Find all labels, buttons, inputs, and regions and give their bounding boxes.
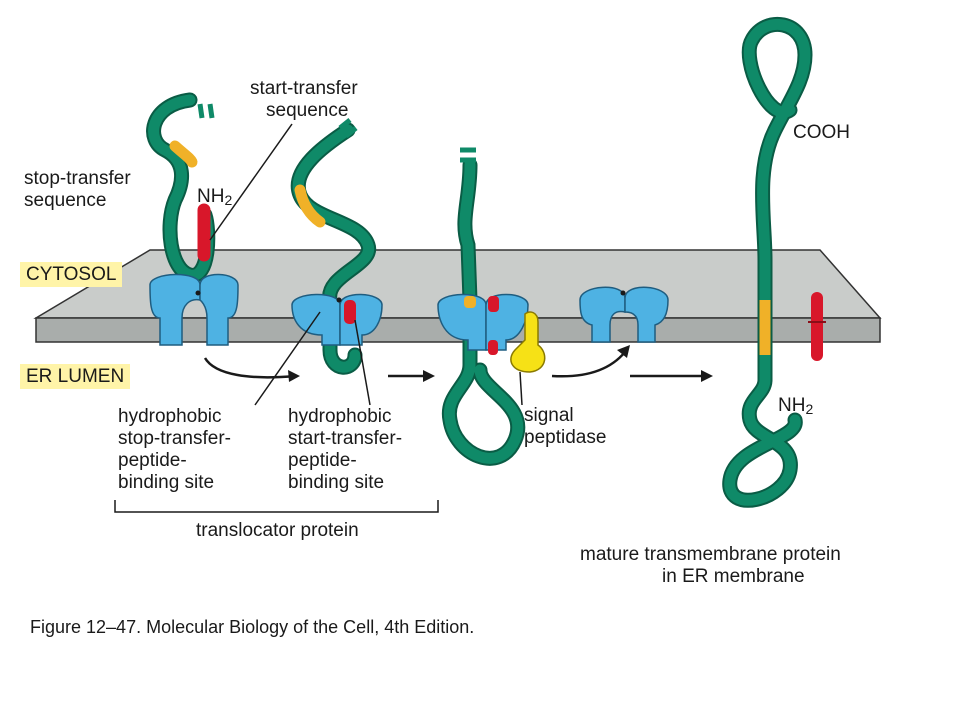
chain-dash	[338, 118, 352, 130]
translocator-left-half	[149, 273, 201, 346]
stage-5	[722, 17, 826, 508]
nh2-subscript: 2	[224, 192, 233, 208]
leader-hydro-stop	[254, 311, 321, 406]
label-hydro-start-3: peptide-	[288, 450, 357, 471]
label-cytosol: CYTOSOL	[20, 262, 123, 287]
label-stop-transfer-line1: stop-transfer	[24, 168, 131, 189]
label-stop-transfer-line2: sequence	[24, 190, 107, 211]
translocator-pore-dot	[336, 297, 342, 303]
chain-stage3-fill	[443, 159, 524, 464]
translocator-bracket	[114, 500, 439, 513]
figure-caption: Figure 12–47. Molecular Biology of the C…	[30, 617, 475, 637]
translocator-right-half	[199, 273, 239, 346]
label-signal: signal	[524, 405, 574, 426]
label-hydro-start-1: hydrophobic	[288, 406, 392, 427]
label-hydro-stop-2: stop-transfer-	[118, 428, 231, 449]
label-cooh: COOH	[793, 122, 850, 143]
translocator-3	[437, 293, 529, 355]
leader-hydro-start	[354, 319, 371, 406]
flow-arrowhead-3	[617, 345, 630, 358]
chain-dash	[344, 126, 358, 138]
flow-arrowhead-2	[423, 370, 435, 382]
stop-transfer-segment-2	[294, 184, 326, 228]
stage-4-translocator	[579, 286, 669, 343]
flow-arrowhead-4	[701, 370, 713, 382]
label-start-transfer-line1: start-transfer	[250, 78, 358, 99]
translocator-right-half	[624, 286, 669, 343]
label-er-lumen: ER LUMEN	[20, 364, 131, 389]
label-hydro-start-4: binding site	[288, 472, 385, 493]
stage-1	[146, 92, 300, 382]
translocator-pore-dot	[195, 290, 201, 296]
chain-dash	[207, 103, 215, 119]
translocator-1	[149, 273, 239, 346]
label-hydro-start-2: start-transfer-	[288, 428, 403, 449]
er-membrane	[33, 249, 882, 343]
label-nh2-left: NH2	[197, 186, 232, 211]
label-hydro-stop-3: peptide-	[118, 450, 187, 471]
label-start-transfer-line2: sequence	[266, 100, 349, 121]
stage-3	[437, 147, 713, 466]
translocator-2	[291, 293, 383, 346]
chain-dash	[197, 103, 205, 119]
label-hydro-stop-4: binding site	[118, 472, 215, 493]
chain-stage1-fill	[148, 94, 214, 281]
stage-2	[290, 118, 435, 382]
nh2-subscript: 2	[805, 401, 814, 417]
label-nh2-right: NH2	[778, 395, 813, 420]
flow-arrowhead-1	[288, 370, 300, 382]
label-mature-line1: mature transmembrane protein	[580, 544, 841, 565]
label-peptidase: peptidase	[524, 427, 607, 448]
translocator-pore-dot	[620, 290, 626, 296]
nh2-text: NH	[197, 186, 225, 207]
label-hydro-stop-1: hydrophobic	[118, 406, 222, 427]
flow-arrow-3	[551, 351, 626, 378]
start-transfer-in-translocator	[488, 296, 499, 312]
chain-mature-fill	[724, 19, 811, 506]
label-mature-line2: in ER membrane	[662, 566, 805, 587]
stop-transfer-segment-1	[169, 140, 198, 168]
flow-arrow-1	[203, 357, 296, 379]
start-transfer-lower	[488, 340, 498, 355]
signal-peptidase	[510, 311, 546, 373]
leader-start-transfer	[209, 123, 293, 241]
chain-stage2-fill	[292, 124, 374, 373]
translocator-left-half	[579, 286, 626, 343]
label-translocator-protein: translocator protein	[196, 520, 359, 541]
start-transfer-in-translocator	[344, 300, 356, 324]
leader-signal-peptidase	[519, 371, 523, 406]
nh2-text: NH	[778, 395, 806, 416]
stop-transfer-in-translocator	[464, 296, 476, 308]
